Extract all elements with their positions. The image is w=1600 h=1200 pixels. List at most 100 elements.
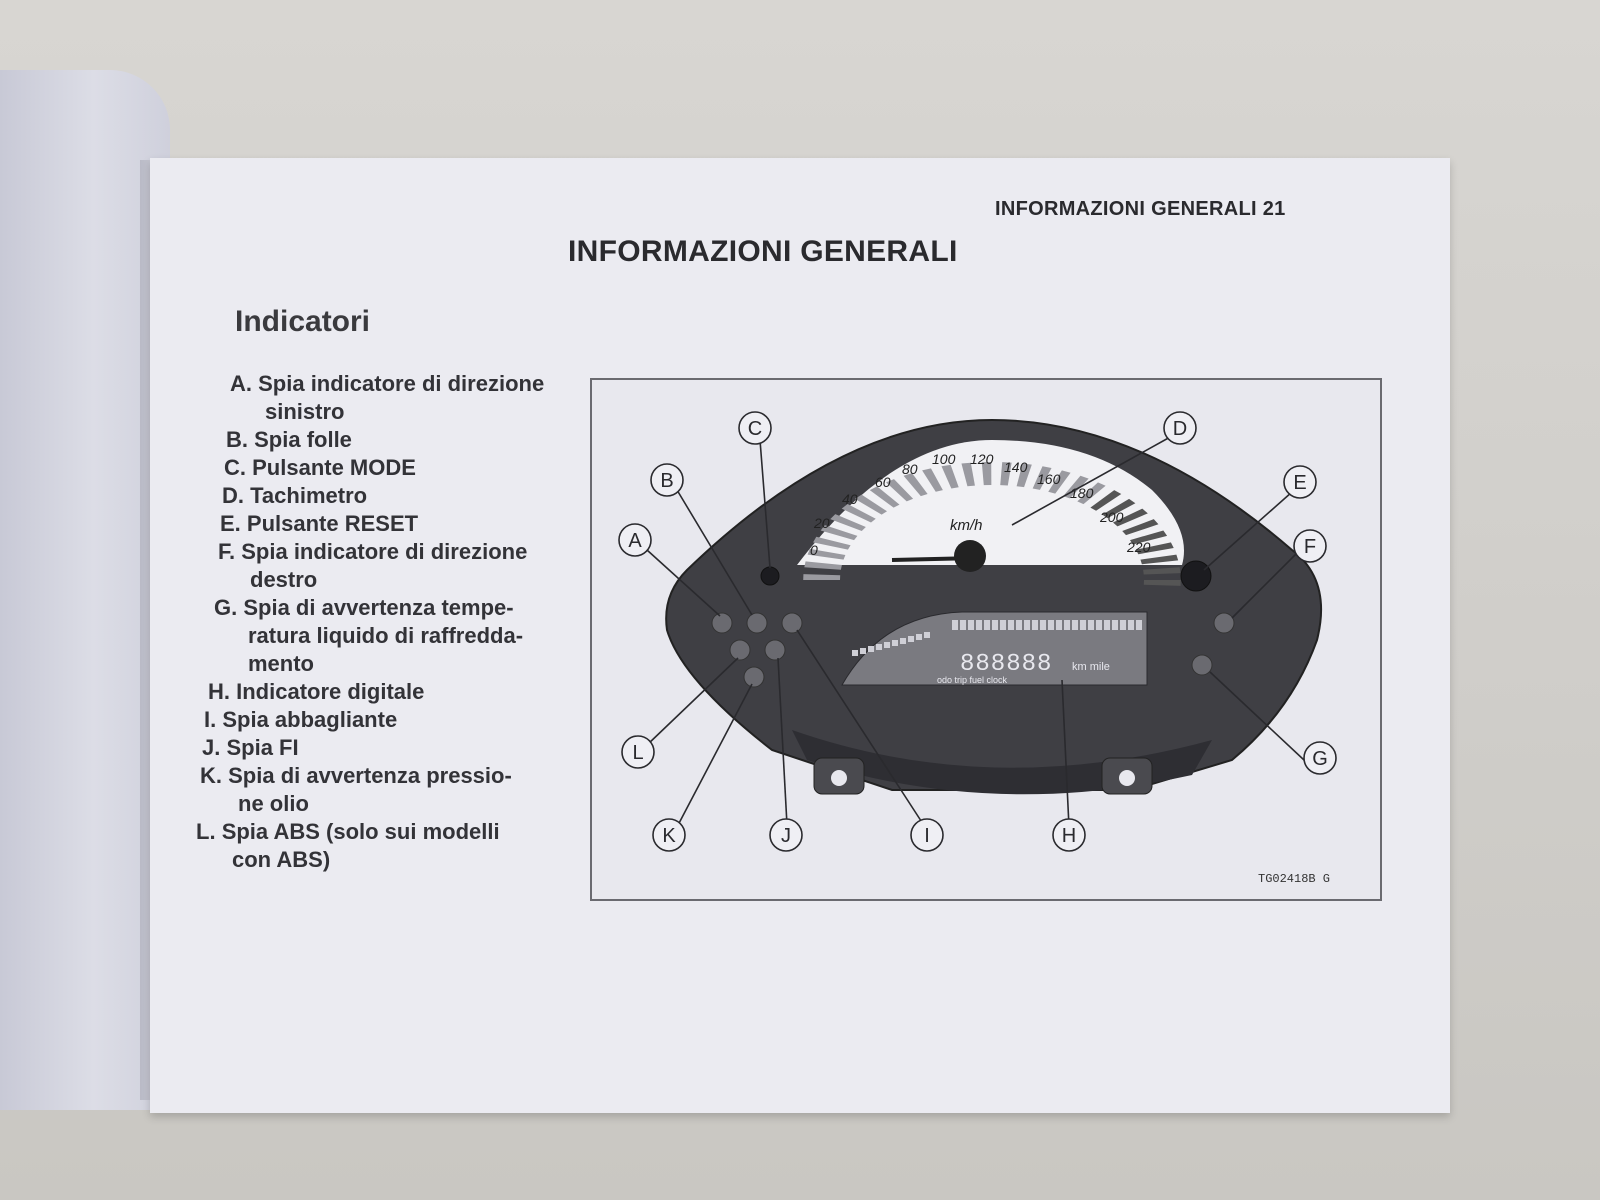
coolant-temp-lamp	[1191, 654, 1213, 676]
legend-text: Spia abbagliante	[222, 707, 398, 732]
legend-letter: J.	[202, 735, 221, 760]
speedo-arc-segment	[1136, 542, 1174, 555]
speedo-arc-segment	[1090, 490, 1122, 511]
leader-a	[646, 549, 721, 617]
lcd-tach-cell	[1136, 620, 1142, 630]
page-title: INFORMAZIONI GENERALI	[568, 235, 958, 268]
legend-text: Spia indicatore di direzione	[258, 371, 545, 396]
lcd-bar-cell	[900, 638, 906, 644]
speedo-arc-segment	[922, 468, 943, 492]
lcd-tach-cell	[1048, 620, 1054, 630]
callout-d: D	[1173, 418, 1187, 440]
speedo-arc-segment	[1143, 580, 1181, 586]
lcd-bar-cell	[892, 640, 898, 646]
legend-text: Spia indicatore di direzione	[241, 539, 528, 564]
leader-c	[759, 439, 771, 569]
legend-text: Spia di avvertenza tempe-	[243, 595, 514, 620]
callout-a: A	[628, 530, 642, 552]
speedo-arc-segment	[841, 503, 876, 523]
callout-e: E	[1293, 472, 1306, 494]
dashboard-illustration: 0 20 40 60 80 100 120 140 160 180 200 22…	[618, 411, 1337, 852]
legend-item-f-cont: destro	[250, 566, 650, 594]
speedo-tick-20: 20	[813, 515, 830, 531]
lcd-tach-cell	[1056, 620, 1062, 630]
running-header: INFORMAZIONI GENERALI 21	[995, 198, 1286, 220]
lcd-tach-cell	[1024, 620, 1030, 630]
speedo-arc-segment	[1129, 530, 1168, 545]
legend-letter: I.	[204, 707, 217, 732]
lcd-tach-cell	[1016, 620, 1022, 630]
speedo-tick-200: 200	[1099, 509, 1124, 525]
left-turn-lamp	[711, 612, 733, 634]
legend-text: ratura liquido di raffredda-	[248, 623, 524, 648]
speedo-arc-segment	[1016, 463, 1032, 488]
legend-letter: D.	[222, 483, 244, 508]
legend-letter: G.	[214, 595, 238, 620]
speedo-arc-segment	[1143, 567, 1181, 575]
legend-item-l-cont: con ABS)	[232, 846, 632, 874]
legend-text: destro	[250, 567, 318, 592]
legend-item-g-cont2: mento	[248, 650, 648, 678]
speedometer-arc	[803, 462, 1181, 586]
lcd-tach-cell	[1008, 620, 1014, 630]
lcd-sub-text: odo trip fuel clock	[937, 675, 1008, 685]
right-turn-lamp	[1213, 612, 1235, 634]
legend-item-f: F. Spia indicatore di direzione	[218, 538, 618, 566]
speedo-tick-180: 180	[1070, 485, 1094, 501]
lcd-display	[841, 611, 1148, 686]
legend-item-i: I. Spia abbagliante	[204, 706, 604, 734]
callout-b: B	[660, 470, 673, 492]
legend-item-k: K. Spia di avvertenza pressio-	[200, 762, 600, 790]
lcd-bar-cell	[884, 642, 890, 648]
legend-letter: K.	[200, 763, 222, 788]
speedo-arc-segment	[807, 548, 846, 560]
legend-item-l: L. Spia ABS (solo sui modelli	[196, 818, 596, 846]
speedometer-face	[797, 440, 1184, 565]
neutral-lamp	[746, 612, 768, 634]
speedo-arc-segment	[1102, 498, 1136, 519]
speedo-arc-segment	[1122, 519, 1159, 536]
reset-button	[1180, 560, 1212, 592]
legend-letter: F.	[218, 539, 236, 564]
speedo-tick-140: 140	[1004, 459, 1028, 475]
legend-item-a-cont: sinistro	[265, 398, 665, 426]
legend-text: ne olio	[238, 791, 309, 816]
leader-g	[1209, 671, 1305, 761]
lcd-tach-cell	[1072, 620, 1078, 630]
leader-j	[777, 657, 788, 826]
legend-text: Spia di avvertenza pressio-	[228, 763, 512, 788]
lcd-tach-cell	[1032, 620, 1038, 630]
section-heading: Indicatori	[235, 305, 371, 338]
speedo-tick-80: 80	[902, 461, 918, 477]
lcd-bar-cell	[924, 632, 930, 638]
legend-item-g: G. Spia di avvertenza tempe-	[214, 594, 614, 622]
legend-text: mento	[248, 651, 314, 676]
lcd-tach-cell	[1104, 620, 1110, 630]
instrument-panel-figure: 0 20 40 60 80 100 120 140 160 180 200 22…	[590, 378, 1382, 901]
speedo-arc-segment	[941, 464, 959, 489]
legend-item-h: H. Indicatore digitale	[208, 678, 608, 706]
lcd-tach-cell	[968, 620, 974, 630]
legend-item-k-cont: ne olio	[238, 790, 638, 818]
lcd-bar-cell	[868, 646, 874, 652]
speedo-tick-0: 0	[810, 542, 818, 558]
lcd-tach-cell	[984, 620, 990, 630]
lcd-tach-cell	[952, 620, 958, 630]
figure-code: TG02418B G	[1258, 872, 1331, 886]
legend-item-b: B. Spia folle	[226, 426, 626, 454]
speedo-arc-segment	[1000, 462, 1012, 486]
callout-f: F	[1304, 536, 1316, 558]
fi-lamp	[764, 639, 786, 661]
speedo-arc-segment	[804, 561, 842, 570]
callout-g: G	[1312, 748, 1328, 770]
lcd-tach-cell	[1000, 620, 1006, 630]
lcd-tach-cell	[1080, 620, 1086, 630]
legend-text: Tachimetro	[250, 483, 368, 508]
speedo-tick-100: 100	[932, 451, 956, 467]
high-beam-lamp	[781, 612, 803, 634]
speedo-tick-220: 220	[1126, 539, 1151, 555]
legend-text: sinistro	[265, 399, 345, 424]
leader-e	[1203, 491, 1293, 571]
mode-button	[760, 566, 780, 586]
leader-d	[1011, 435, 1173, 526]
